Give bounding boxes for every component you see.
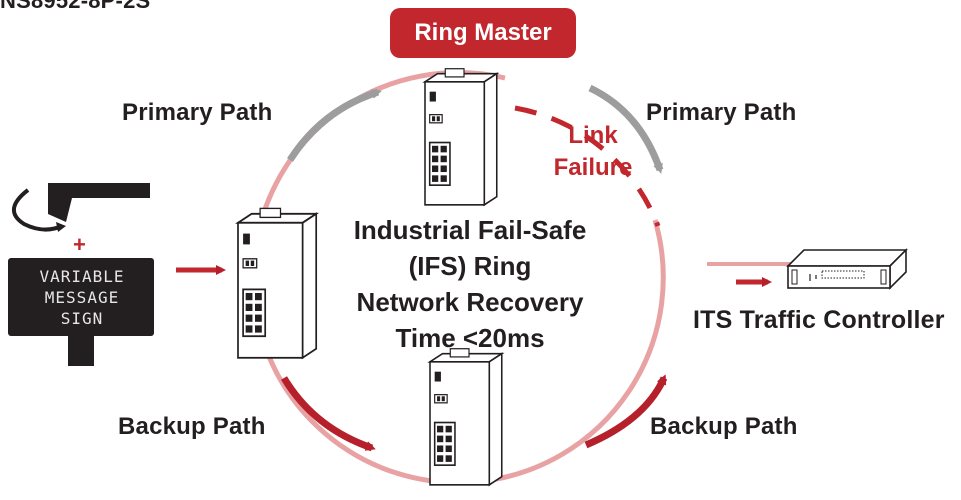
backup-path-label-right: Backup Path: [650, 413, 798, 440]
center-line1: Industrial Fail-Safe: [353, 215, 587, 245]
backup-path-label-left: Backup Path: [118, 413, 266, 440]
center-line4: Time <20ms: [395, 323, 545, 353]
camera-plus-sign: +: [73, 232, 87, 257]
primary-path-label-left: Primary Path: [122, 99, 273, 126]
vms-line2: MESSAGE: [44, 288, 120, 307]
vms-line3: SIGN: [60, 309, 104, 328]
center-line3: Network Recovery: [356, 287, 584, 317]
backup-path-arrow-left: [280, 376, 376, 452]
switch-icon: [424, 67, 498, 206]
switch-icon: [237, 207, 318, 359]
primary-path-arrow-right: [588, 84, 664, 174]
camera-icon: [12, 183, 150, 232]
traffic-controller-icon: [786, 248, 908, 290]
center-line2: (IFS) Ring: [408, 251, 532, 281]
primary-path-arrow-left: [287, 88, 382, 162]
ring-master-badge: Ring Master: [390, 8, 576, 58]
its-traffic-controller-label: ITS Traffic Controller: [693, 306, 945, 334]
ifs-ring-description: Industrial Fail-Safe (IFS) Ring Network …: [330, 212, 610, 356]
link-failure-line2: Failure: [553, 154, 633, 181]
link-failure-line1: Link: [568, 122, 618, 149]
link-failure-label: Link Failure: [538, 120, 648, 184]
vms-line1: VARIABLE: [39, 267, 125, 286]
variable-message-sign-icon: [8, 258, 154, 366]
link-failure-dashed-segment: [514, 105, 661, 227]
primary-path-label-right: Primary Path: [646, 99, 797, 126]
vms-display-text: VARIABLE MESSAGE SIGN: [14, 266, 150, 329]
backup-path-arrow-right: [584, 374, 668, 449]
model-label: NS8952-8P-2S: [0, 0, 151, 13]
switch-icon: [429, 347, 503, 486]
